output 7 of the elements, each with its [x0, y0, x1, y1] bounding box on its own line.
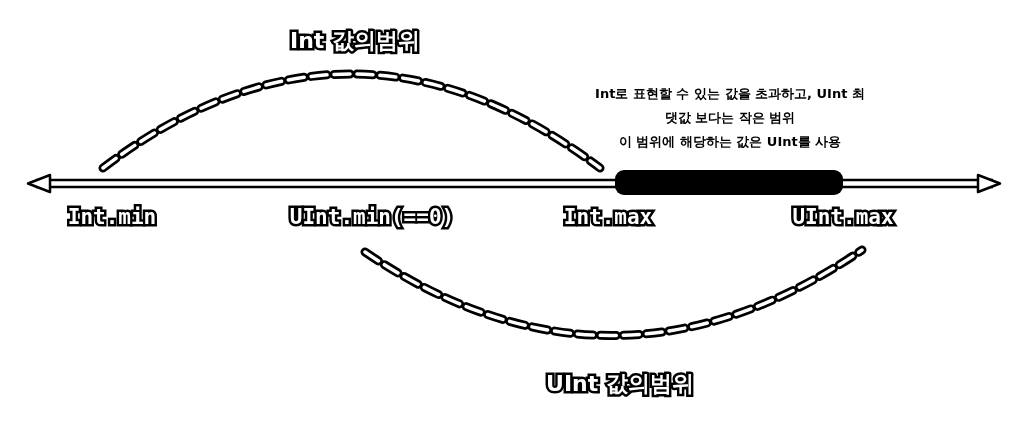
note-text: Int로 표현할 수 있는 값을 초과하고, UInt 최댓값 보다는 작은 범위 — [595, 85, 865, 127]
note-text: 이 범위에 해당하는 값은 UInt를 사용 — [618, 133, 842, 151]
axis-label: UInt.min(==0) — [289, 203, 455, 232]
range-title: Int 값의범위 — [290, 26, 420, 57]
range-title: UInt 값의범위 — [546, 369, 694, 400]
axis-label: Int.min — [67, 203, 157, 232]
range-bar — [615, 170, 843, 195]
